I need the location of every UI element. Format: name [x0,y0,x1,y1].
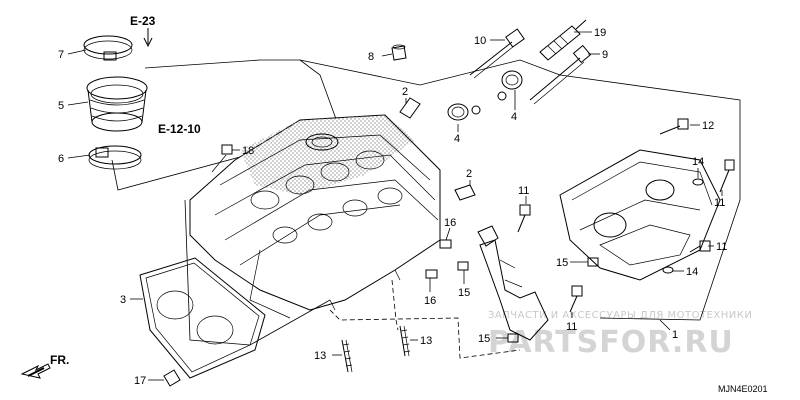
callout-4-right: 4 [511,111,517,123]
callout-16-lower: 16 [424,295,436,307]
callout-1: 1 [672,329,678,341]
ref-e23: E-23 [130,14,156,28]
stud-9 [529,44,592,105]
watermark-brand: PARTSFOR.RU [488,325,734,360]
dowel-2-lower [454,184,476,201]
callout-8: 8 [368,51,374,63]
bush-8 [391,44,407,61]
callout-10: 10 [474,35,486,47]
subframe-right [299,59,561,86]
callout-19: 19 [594,27,606,39]
oil-bracket [477,225,549,341]
head-gasket-3 [139,257,266,379]
head-frame [184,199,331,346]
bolt-12 [659,118,689,135]
callout-13-left: 13 [314,350,326,362]
callout-5: 5 [58,100,64,112]
callout-3: 3 [120,294,126,306]
collar-16-a [439,239,452,249]
callout-14-lower: 14 [686,266,698,278]
diagram-code: MJN4E0201 [718,384,768,394]
dowel-2-upper [399,97,421,119]
callout-6: 6 [58,153,64,165]
dash-line-lower [329,309,521,359]
intake-clamp-7 [83,35,133,61]
callout-7: 7 [58,49,64,61]
callout-15-bottom: 15 [478,333,490,345]
callout-9: 9 [602,49,608,61]
dowel-17 [163,369,181,387]
callout-13-right: 13 [420,335,432,347]
subframe-lower [144,59,300,69]
front-arrow [20,363,51,379]
stud-13-a [341,339,353,373]
callout-11-cover-lower: 11 [716,241,727,253]
bolt-11-cover-upper [719,159,735,193]
callout-11-bracket-upper: 11 [518,185,529,197]
bolt-11-bracket-b [569,285,583,313]
intake-clamp-6 [88,145,142,170]
callout-18: 18 [242,145,254,157]
callout-11-cover-upper: 11 [714,197,725,209]
stud-13-b [399,325,411,357]
collar-16-b [425,269,438,279]
o-ring-4-left [447,103,481,121]
insulator-5 [86,76,148,132]
callout-4-left: 4 [454,133,460,145]
callout-14-upper: 14 [692,156,704,168]
washer-14-lower [662,266,674,274]
watermark-tagline: ЗАПЧАСТИ И АКСЕССУАРЫ ДЛЯ МОТОТЕХНИКИ [488,310,752,321]
ref-e1210: E-12-10 [158,122,201,136]
washer-14-upper [692,178,704,186]
bolt-18 [211,144,233,173]
leader-lines [67,31,723,381]
callout-16-upper: 16 [444,217,456,229]
e23-arrow [143,28,153,48]
callout-15-left: 15 [458,287,470,299]
callout-17: 17 [134,375,146,387]
collar-15-a [457,261,469,271]
cylinder-head [189,114,441,319]
bolt-11-bracket-a [517,204,531,233]
cover-frame [559,74,741,321]
dash-line-stud [391,279,399,331]
spark-plug-19 [539,19,587,61]
callout-2-lower: 2 [466,168,472,180]
stud-10 [469,28,525,79]
o-ring-4-right [497,70,523,101]
callout-12: 12 [702,120,714,132]
callout-11-bracket-lower: 11 [566,321,577,333]
head-cover [559,149,721,281]
callout-15-cover: 15 [556,257,568,269]
front-marker-label: FR. [50,353,69,367]
callout-2-upper: 2 [402,86,408,98]
